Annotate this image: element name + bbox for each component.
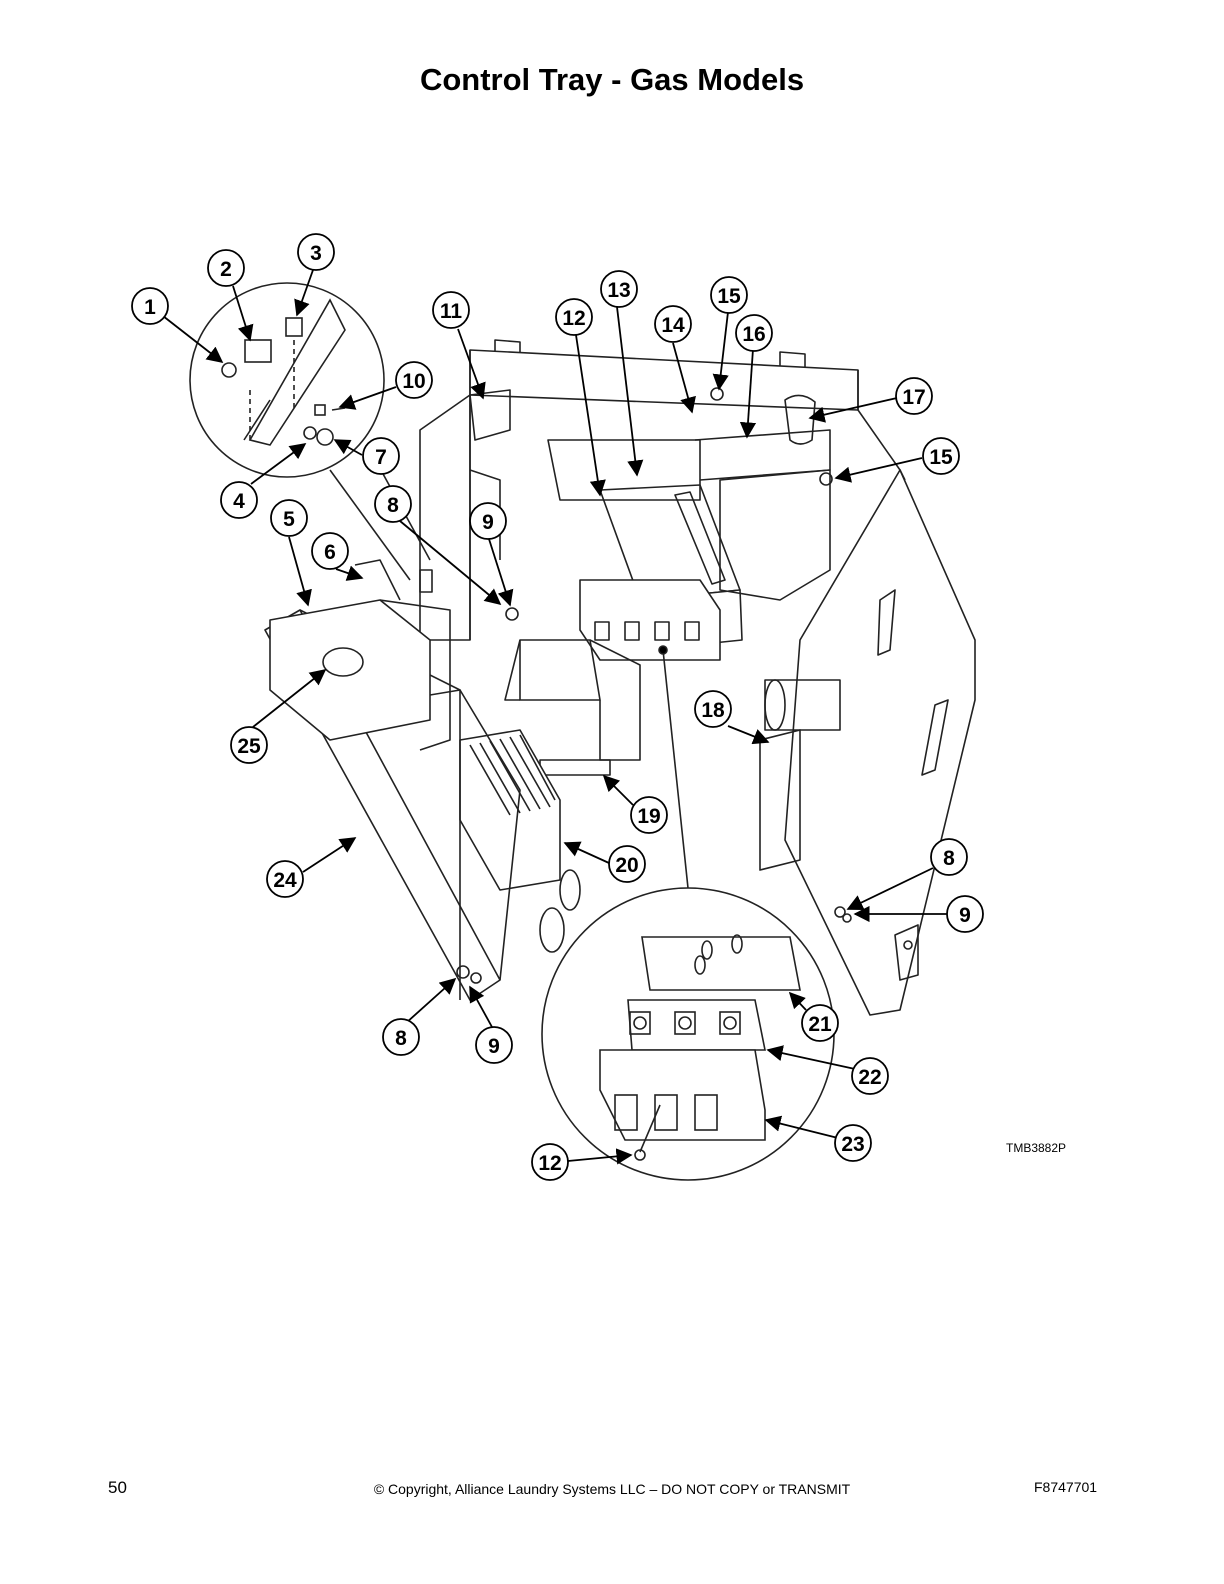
- leader-lines: [162, 269, 947, 1165]
- callout-15-upper: 15: [710, 276, 748, 314]
- svg-text:23: 23: [841, 1133, 864, 1156]
- callout-3: 3: [297, 233, 335, 271]
- callout-18: 18: [694, 690, 732, 728]
- callout-8-right: 8: [930, 838, 968, 876]
- callout-21: 21: [801, 1004, 839, 1042]
- svg-text:7: 7: [375, 446, 387, 469]
- callout-9-lower-left: 9: [475, 1026, 513, 1064]
- callout-1: 1: [131, 287, 169, 325]
- svg-text:20: 20: [615, 854, 638, 877]
- callout-11: 11: [432, 291, 470, 329]
- callout-4: 4: [220, 481, 258, 519]
- svg-text:2: 2: [220, 258, 232, 281]
- callout-19: 19: [630, 796, 668, 834]
- callout-24: 24: [266, 860, 304, 898]
- svg-text:24: 24: [273, 869, 297, 892]
- callout-22: 22: [851, 1057, 889, 1095]
- callout-13: 13: [600, 270, 638, 308]
- detail-circle-upper: [189, 282, 431, 581]
- svg-text:15: 15: [717, 285, 741, 308]
- svg-text:12: 12: [562, 307, 585, 330]
- svg-text:17: 17: [902, 386, 925, 409]
- svg-text:8: 8: [387, 494, 399, 517]
- callout-8-center: 8: [374, 485, 412, 523]
- callout-10: 10: [395, 361, 433, 399]
- callout-6: 6: [311, 532, 349, 570]
- svg-text:3: 3: [310, 242, 322, 265]
- svg-text:8: 8: [943, 847, 955, 870]
- svg-text:6: 6: [324, 541, 336, 564]
- svg-text:14: 14: [661, 314, 685, 337]
- svg-text:19: 19: [637, 805, 660, 828]
- svg-text:18: 18: [701, 699, 725, 722]
- callout-9-right: 9: [946, 895, 984, 933]
- callout-7: 7: [362, 437, 400, 475]
- svg-text:9: 9: [488, 1035, 500, 1058]
- svg-text:13: 13: [607, 279, 630, 302]
- callout-16: 16: [735, 314, 773, 352]
- callout-2: 2: [207, 249, 245, 287]
- figure-reference: TMB3882P: [1006, 1141, 1067, 1155]
- svg-text:11: 11: [440, 300, 463, 323]
- svg-text:15: 15: [929, 446, 953, 469]
- callout-5: 5: [270, 499, 308, 537]
- copyright-notice: © Copyright, Alliance Laundry Systems LL…: [373, 1481, 851, 1497]
- page-number: 50: [108, 1478, 127, 1497]
- document-number: F8747701: [1034, 1479, 1098, 1495]
- callout-9-center: 9: [469, 502, 507, 540]
- callout-14: 14: [654, 305, 692, 343]
- callout-23: 23: [834, 1124, 872, 1162]
- callout-20: 20: [608, 845, 646, 883]
- svg-text:10: 10: [402, 370, 425, 393]
- callout-17: 17: [895, 377, 933, 415]
- callout-25: 25: [230, 726, 268, 764]
- callout-8-lower-left: 8: [382, 1018, 420, 1056]
- svg-text:16: 16: [742, 323, 765, 346]
- callout-bubbles: 1 2 3 4 5 6 7 8 9 10 11 12 13 14 15 16 1…: [131, 233, 984, 1181]
- detail-circle-lower: [541, 645, 835, 1181]
- svg-text:25: 25: [237, 735, 261, 758]
- svg-text:4: 4: [233, 490, 245, 513]
- svg-text:1: 1: [144, 296, 156, 319]
- svg-text:22: 22: [858, 1066, 881, 1089]
- svg-text:21: 21: [808, 1013, 832, 1036]
- svg-text:9: 9: [959, 904, 971, 927]
- main-tray-drawing: [264, 339, 976, 1016]
- svg-text:8: 8: [395, 1027, 407, 1050]
- callout-12-upper: 12: [555, 298, 593, 336]
- svg-text:9: 9: [482, 511, 494, 534]
- svg-text:5: 5: [283, 508, 295, 531]
- svg-text:12: 12: [538, 1152, 561, 1175]
- callout-15-right: 15: [922, 437, 960, 475]
- page-title: Control Tray - Gas Models: [419, 62, 805, 97]
- callout-12-lower: 12: [531, 1143, 569, 1181]
